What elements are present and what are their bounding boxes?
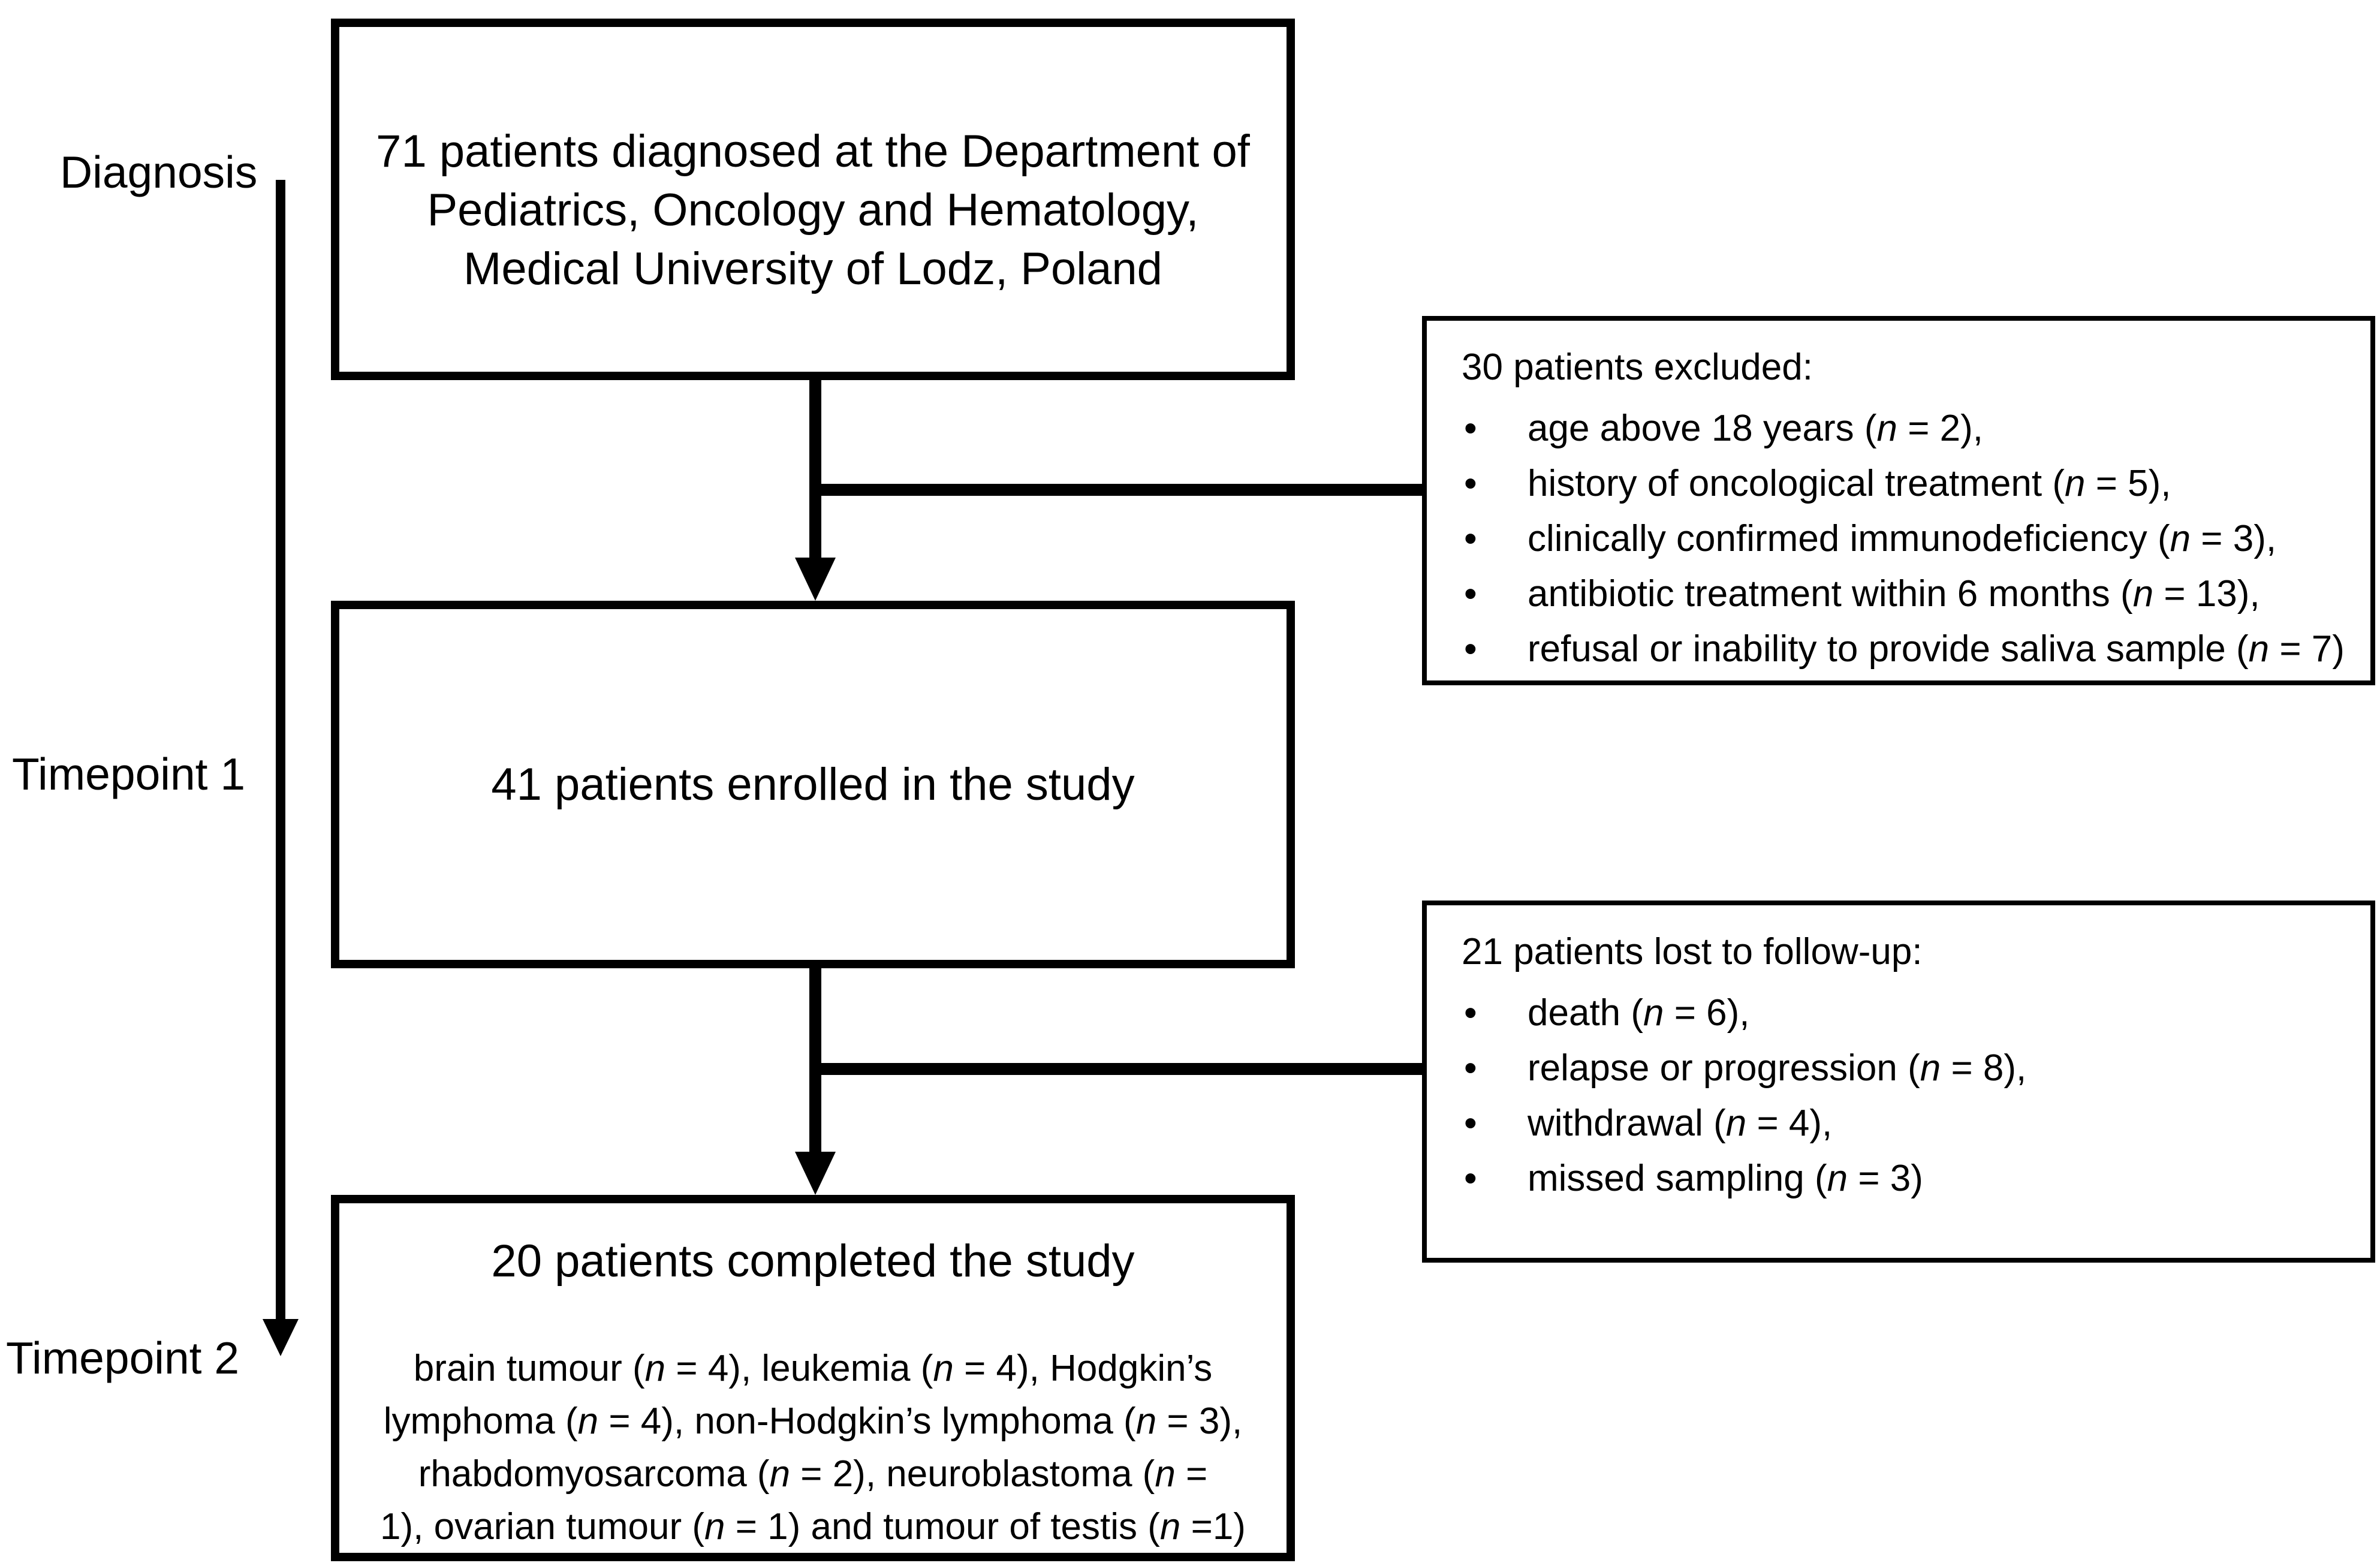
lost-item: • death (n = 6), — [1462, 986, 2352, 1041]
excluded-item: • age above 18 years (n = 2), — [1462, 401, 2352, 456]
phase-label-diagnosis: Diagnosis — [60, 147, 258, 197]
box-diagnosed: 71 patients diagnosed at the Department … — [331, 19, 1295, 380]
bullet-icon: • — [1464, 628, 1477, 670]
excluded-item: • antibiotic treatment within 6 months (… — [1462, 567, 2352, 622]
excluded-item-text: clinically confirmed immunodeficiency (n… — [1528, 518, 2277, 559]
excluded-list: • age above 18 years (n = 2), • history … — [1462, 401, 2352, 677]
bullet-icon: • — [1464, 518, 1477, 559]
box-excluded: 30 patients excluded: • age above 18 yea… — [1422, 316, 2375, 685]
lost-item-text: death (n = 6), — [1528, 992, 1750, 1034]
excluded-header: 30 patients excluded: — [1462, 347, 1813, 388]
lost-header: 21 patients lost to follow-up: — [1462, 931, 1923, 972]
timeline-arrowhead-icon — [263, 1319, 299, 1356]
completed-detail-line: lymphoma (n = 4), non-Hodgkin’s lymphoma… — [383, 1401, 1243, 1442]
completed-detail-line: rhabdomyosarcoma (n = 2), neuroblastoma … — [418, 1453, 1208, 1495]
lost-item-text: withdrawal (n = 4), — [1528, 1103, 1833, 1144]
completed-detail-line: brain tumour (n = 4), leukemia (n = 4), … — [413, 1348, 1213, 1389]
completed-title: 20 patients completed the study — [491, 1236, 1135, 1287]
connector-enrolled-to-completed-arrowhead-icon — [795, 1152, 836, 1195]
enrolled-text: 41 patients enrolled in the study — [491, 759, 1135, 810]
bullet-icon: • — [1464, 1158, 1477, 1199]
lost-item-text: missed sampling (n = 3) — [1528, 1158, 1923, 1199]
completed-detail-line: 1), ovarian tumour (n = 1) and tumour of… — [380, 1506, 1246, 1547]
lost-item: • withdrawal (n = 4), — [1462, 1096, 2352, 1151]
diagnosed-line-3: Medical University of Lodz, Poland — [463, 243, 1162, 294]
excluded-item-text: refusal or inability to provide saliva s… — [1528, 628, 2345, 670]
phase-label-timepoint-1: Timepoint 1 — [12, 749, 246, 799]
bullet-icon: • — [1464, 408, 1477, 449]
diagnosed-line-1: 71 patients diagnosed at the Department … — [376, 125, 1250, 177]
lost-item-text: relapse or progression (n = 8), — [1528, 1047, 2027, 1089]
bullet-icon: • — [1464, 573, 1477, 615]
timeline-arrow-line — [276, 180, 285, 1321]
completed-detail: brain tumour (n = 4), leukemia (n = 4), … — [351, 1342, 1275, 1553]
connector-diagnosed-to-enrolled-arrowhead-icon — [795, 558, 836, 601]
box-completed: 20 patients completed the study brain tu… — [331, 1195, 1295, 1561]
excluded-item: • refusal or inability to provide saliva… — [1462, 622, 2352, 677]
bullet-icon: • — [1464, 463, 1477, 504]
box-lost-to-follow-up: 21 patients lost to follow-up: • death (… — [1422, 901, 2375, 1263]
branch-to-lost-line — [809, 1063, 1422, 1075]
lost-item: • missed sampling (n = 3) — [1462, 1151, 2352, 1206]
lost-list: • death (n = 6), • relapse or progressio… — [1462, 986, 2352, 1206]
excluded-item-text: antibiotic treatment within 6 months (n … — [1528, 573, 2260, 615]
excluded-item-text: age above 18 years (n = 2), — [1528, 408, 1983, 449]
bullet-icon: • — [1464, 1103, 1477, 1144]
excluded-item-text: history of oncological treatment (n = 5)… — [1528, 463, 2171, 504]
bullet-icon: • — [1464, 992, 1477, 1034]
phase-label-timepoint-2: Timepoint 2 — [6, 1333, 240, 1383]
bullet-icon: • — [1464, 1047, 1477, 1089]
lost-item: • relapse or progression (n = 8), — [1462, 1041, 2352, 1096]
excluded-item: • clinically confirmed immunodeficiency … — [1462, 511, 2352, 567]
connector-enrolled-to-completed-line — [809, 968, 821, 1154]
box-enrolled: 41 patients enrolled in the study — [331, 601, 1295, 968]
connector-diagnosed-to-enrolled-line — [809, 380, 821, 560]
diagnosed-line-2: Pediatrics, Oncology and Hematology, — [427, 184, 1199, 236]
excluded-item: • history of oncological treatment (n = … — [1462, 456, 2352, 511]
branch-to-excluded-line — [809, 484, 1422, 496]
